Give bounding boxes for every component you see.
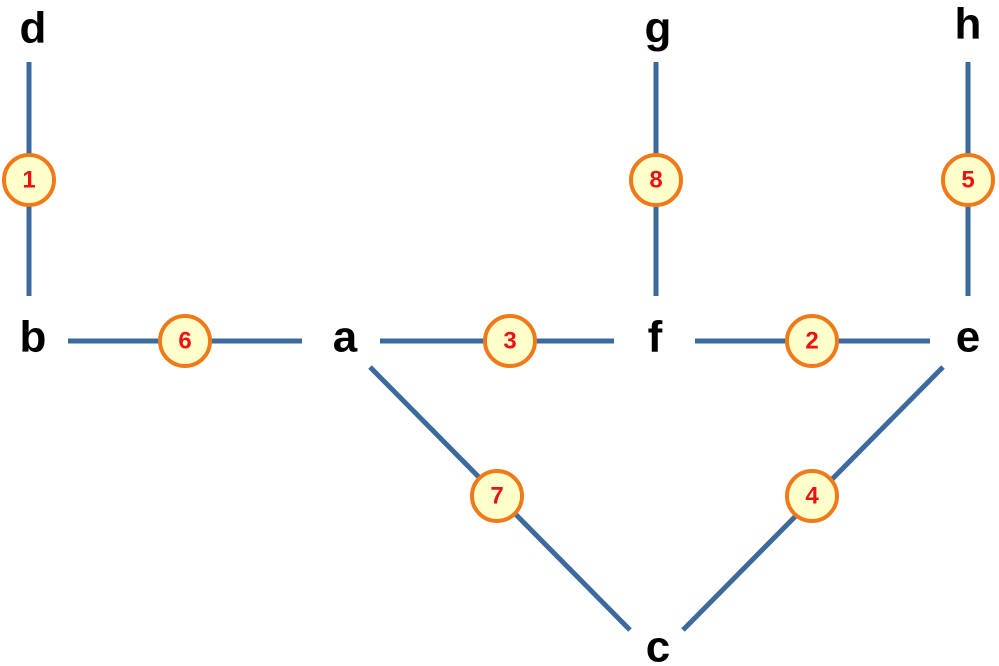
edge-weight-a-f: 3 (483, 314, 537, 368)
edge-weight-e-c: 4 (785, 469, 839, 523)
node-c: c (646, 623, 670, 666)
weight-label: 2 (805, 328, 818, 355)
weight-badge (941, 153, 995, 207)
weight-label: 1 (22, 167, 35, 194)
edge-weight-h-e: 5 (941, 153, 995, 207)
weight-label: 3 (503, 328, 516, 355)
node-a: a (333, 313, 358, 362)
weight-label: 6 (178, 328, 191, 355)
edge-weight-a-c: 7 (470, 469, 524, 523)
node-e: e (956, 313, 980, 362)
node-d: d (20, 4, 47, 53)
nodes-layer: d g h b a f e c (20, 0, 982, 666)
weight-badge (483, 314, 537, 368)
weight-badge (785, 469, 839, 523)
weights-layer: 1 8 5 6 3 2 7 4 (2, 153, 995, 523)
weight-badge (629, 153, 683, 207)
weight-label: 4 (805, 483, 819, 510)
weight-badge (470, 469, 524, 523)
weight-badge (785, 314, 839, 368)
weight-badge (158, 314, 212, 368)
edge-weight-f-e: 2 (785, 314, 839, 368)
weight-label: 8 (649, 167, 662, 194)
node-h: h (955, 0, 982, 49)
node-g: g (645, 4, 672, 53)
node-b: b (20, 313, 47, 362)
edge-weight-g-f: 8 (629, 153, 683, 207)
weight-label: 7 (490, 483, 503, 510)
weight-badge (2, 153, 56, 207)
node-f: f (648, 313, 663, 362)
edge-weight-b-a: 6 (158, 314, 212, 368)
edge-weight-d-b: 1 (2, 153, 56, 207)
weight-label: 5 (961, 167, 974, 194)
